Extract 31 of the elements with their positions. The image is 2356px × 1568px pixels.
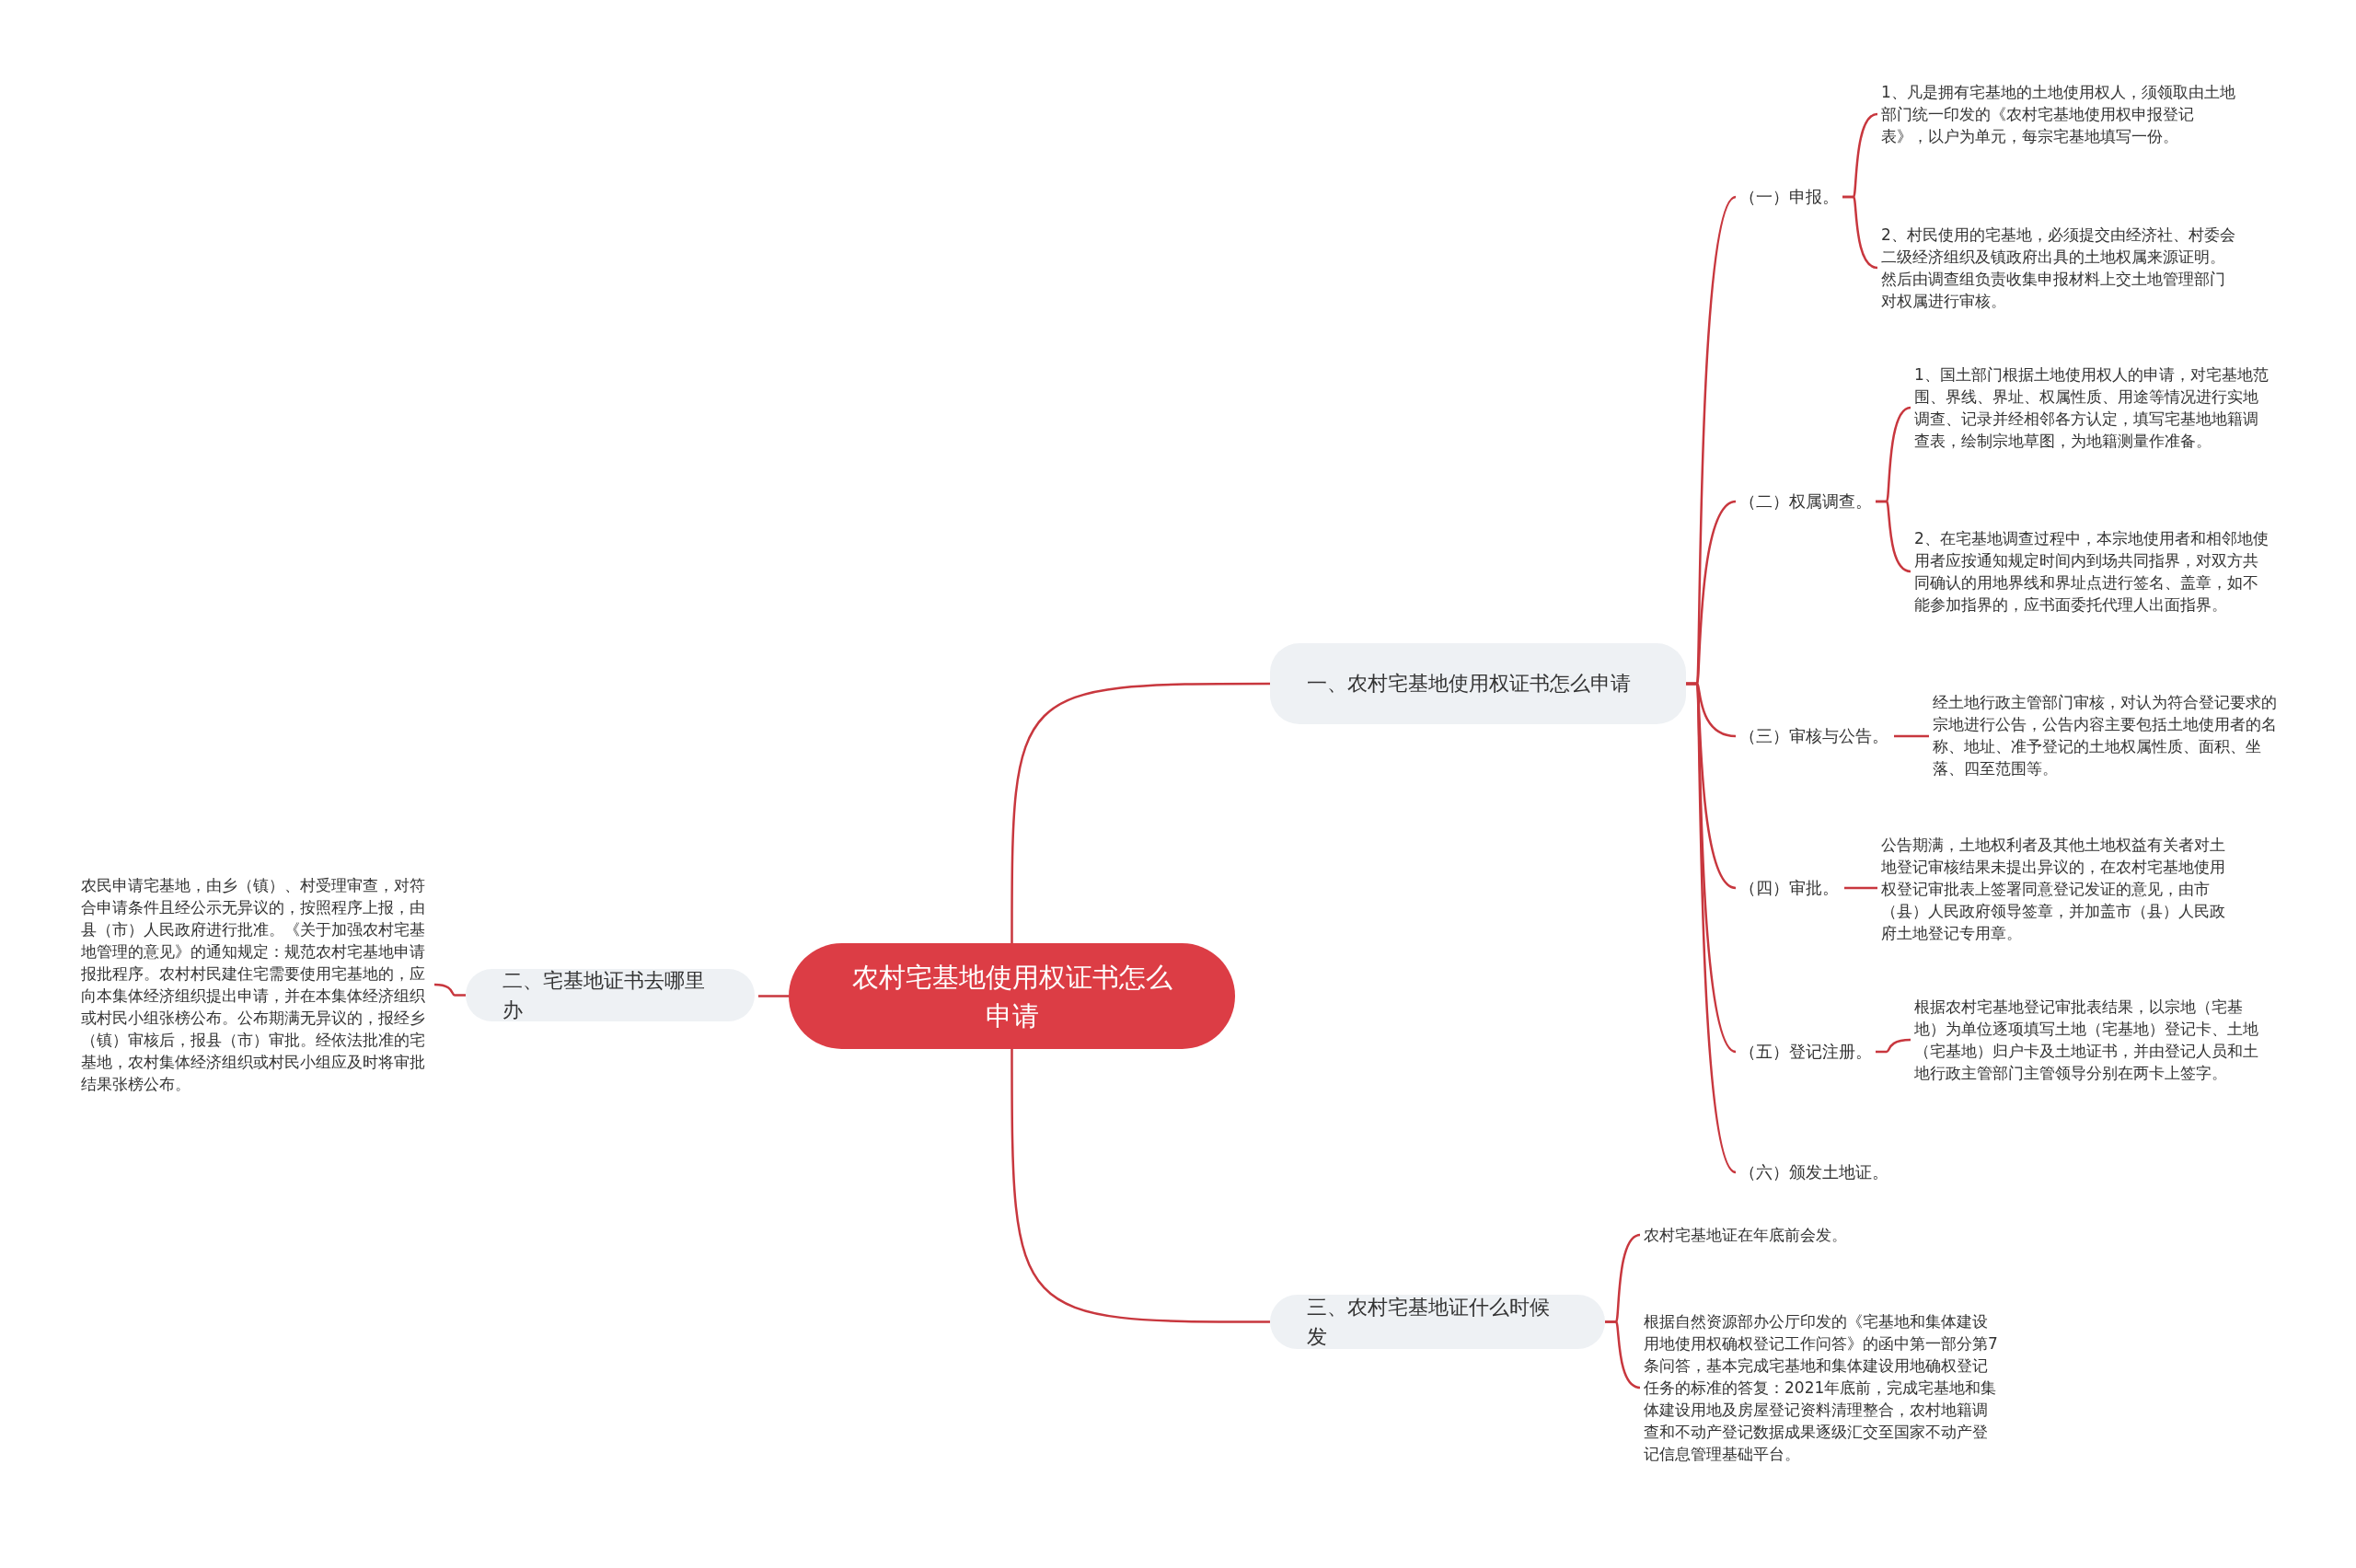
note-text: 农村宅基地证在年底前会发。 xyxy=(1644,1224,2003,1246)
subtopic-label: （六）颁发土地证。 xyxy=(1739,1161,1888,1183)
note-text: 经土地行政主管部门审核，对认为符合登记要求的宗地进行公告，公告内容主要包括土地使用者的名称、地址、准予登记的土地权属性质、面积、坐落、四至范围等。 xyxy=(1933,691,2292,779)
connector-line xyxy=(1605,1320,1641,1389)
topic-pill: 三、农村宅基地证什么时候发 xyxy=(1270,1295,1605,1349)
connector-line xyxy=(1894,734,1929,738)
note-text: 2、在宅基地调查过程中，本宗地使用者和相邻地使用者应按通知规定时间内到场共同指界，对双方共同确认的用地界线和界址点进行签名、盖章，如不能参加指界的，应书面委托代理人出面指界。 xyxy=(1914,527,2273,616)
subtopic-label: （二）权属调查。 xyxy=(1739,490,1872,513)
connector-line xyxy=(1842,195,1878,270)
connector-line xyxy=(1876,500,1911,573)
note-text: 公告期满，土地权利者及其他土地权益有关者对土地登记审核结果未提出异议的，在农村宅基地使用权登记审批表上签署同意登记发证的意见，由市（县）人民政府领导签章，并加盖市（县）人民政府土地登记专用章。 xyxy=(1881,834,2240,944)
central-topic: 农村宅基地使用权证书怎么申请 xyxy=(789,943,1235,1049)
connector-line xyxy=(1844,886,1877,890)
connector-line xyxy=(1011,682,1270,943)
topic-pill: 一、农村宅基地使用权证书怎么申请 xyxy=(1270,643,1686,724)
connector-line xyxy=(433,983,466,997)
connector-line xyxy=(1011,1049,1270,1323)
connector-line xyxy=(1876,1038,1911,1054)
note-text: 根据农村宅基地登记审批表结果，以宗地（宅基地）为单位逐项填写土地（宅基地）登记卡、土地（宅基地）归户卡及土地证书，并由登记人员和土地行政主管部门主管领导分别在两卡上签字。 xyxy=(1914,996,2273,1084)
subtopic-label: （一）申报。 xyxy=(1739,186,1839,208)
note-text: 农民申请宅基地，由乡（镇）、村受理审查，对符合申请条件且经公示无异议的，按照程序上报，由县（市）人民政府进行批准。《关于加强农村宅基地管理的意见》的通知规定：规范农村宅基地申请报批程序。农村村民建住宅需要使用宅基地的，应向本集体经济组织提出申请，并在本集体经济组织或村民小组张榜公布。公布期满无异议的，报经乡（镇）审核后，报县（市）审批。经依法批准的宅基地，农村集体经济组织或村民小组应及时将审批结果张榜公布。 xyxy=(81,874,431,1095)
topic-pill: 二、宅基地证书去哪里办 xyxy=(466,969,755,1021)
note-text: 2、村民使用的宅基地，必须提交由经济社、村委会二级经济组织及镇政府出具的土地权属来源证明。然后由调查组负责收集申报材料上交土地管理部门对权属进行审核。 xyxy=(1881,224,2240,312)
subtopic-label: （五）登记注册。 xyxy=(1739,1041,1872,1063)
connector-line xyxy=(758,995,789,997)
note-text: 1、国土部门根据土地使用权人的申请，对宅基地范围、界线、界址、权属性质、用途等情况进行实地调查、记录并经相邻各方认定，填写宅基地地籍调查表，绘制宗地草图，为地籍测量作准备。 xyxy=(1914,363,2273,452)
note-text: 根据自然资源部办公厅印发的《宅基地和集体建设用地使用权确权登记工作问答》的函中第一部分第7条问答，基本完成宅基地和集体建设用地确权登记任务的标准的答复：2021年底前，完成宅基地和集体建设用地及房屋登记资料清理整合，农村地籍调查和不动产登记数据成果逐级汇交至国家不动产登记信息管理基础平台。 xyxy=(1644,1310,2003,1465)
subtopic-label: （三）审核与公告。 xyxy=(1739,725,1888,747)
connector-line xyxy=(1686,682,1737,1173)
note-text: 1、凡是拥有宅基地的土地使用权人，须领取由土地部门统一印发的《农村宅基地使用权申报登记表》，以户为单元，每宗宅基地填写一份。 xyxy=(1881,81,2240,147)
subtopic-label: （四）审批。 xyxy=(1739,877,1839,899)
